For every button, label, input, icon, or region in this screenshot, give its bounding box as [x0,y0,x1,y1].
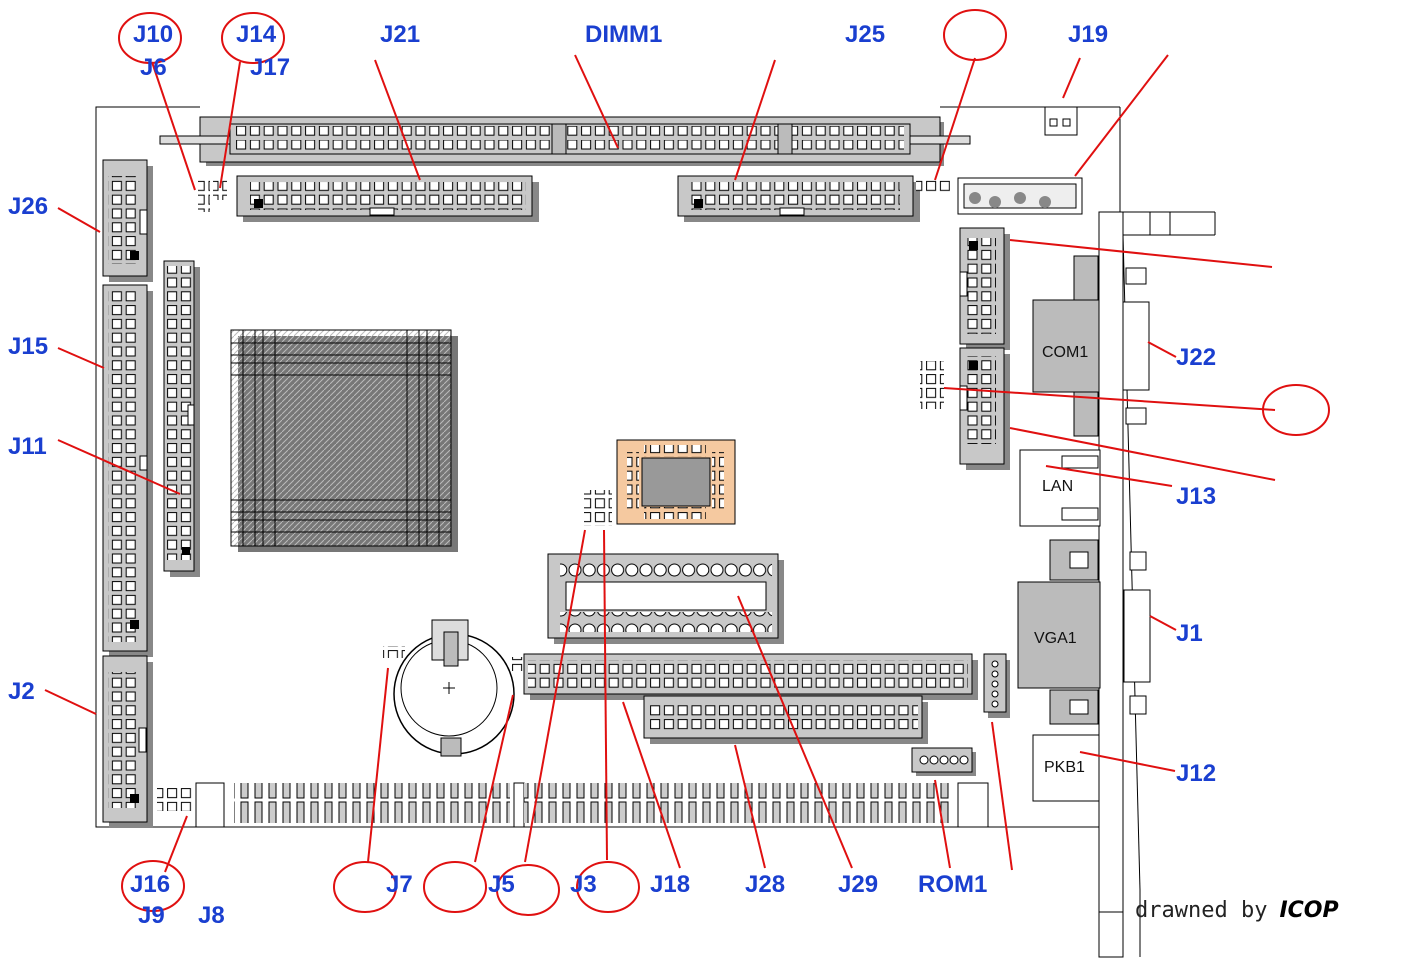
power-connector [957,177,1083,215]
j11-header [163,260,200,577]
label-j29: J29 [838,871,879,898]
label-j26: J26 [8,193,49,220]
jumper-blocks-top [198,106,1078,212]
j28-header [643,695,928,744]
j15-header [102,284,153,657]
label-j6-partial: J6 [140,54,167,81]
label-j10: J10 [133,21,174,48]
pkb1-port [1032,734,1100,802]
small-vertical-connector [983,653,1010,718]
label-j5: J5 [488,871,515,898]
vga1-port [1017,539,1151,725]
circle-blank-j3 [496,864,560,916]
label-lan: LAN [1042,478,1074,495]
label-pkb1: PKB1 [1044,759,1085,776]
label-j17-partial: J17 [250,54,291,81]
label-j15: J15 [8,333,49,360]
label-j13: J13 [1176,483,1217,510]
circle-blank-top [943,9,1007,61]
circle-blank-j7 [333,861,397,913]
label-j18: J18 [650,871,691,898]
edge-connector [195,782,989,828]
label-j8-partial: J8 [198,902,225,929]
j25-ide-header [677,175,920,222]
rom1-connector [911,747,976,776]
circle-blank-right [1262,384,1330,436]
callout-lines [44,54,1276,873]
circle-j14 [221,12,285,64]
label-j21: J21 [380,21,421,48]
dimm-slot [159,116,971,166]
j16-jumper [157,787,193,811]
circle-j10 [118,12,182,64]
credit-text: drawned by [1135,898,1268,923]
label-j22: J22 [1176,344,1217,371]
label-j7: J7 [386,871,413,898]
label-j16: J16 [130,871,171,898]
pcb-outline [95,106,1121,828]
label-vga1: VGA1 [1034,630,1077,647]
label-dimm1: DIMM1 [585,21,663,48]
j26-header [102,159,153,282]
label-rom1: ROM1 [918,871,988,898]
callout-circles [118,9,1330,916]
circle-j3 [576,861,640,913]
label-j19: J19 [1068,21,1109,48]
rear-bracket [1098,211,1216,958]
j7-jumper [383,646,405,658]
j29-dip-socket [547,553,784,644]
rom-socket-chip [616,439,736,525]
j5-jumper [511,657,523,671]
label-j28: J28 [745,871,786,898]
label-j2: J2 [8,678,35,705]
right-dual-headers [920,227,1010,470]
label-j11: J11 [8,433,47,460]
credit-line: drawned by ICOP [1135,898,1339,923]
label-com1: COM1 [1042,344,1089,361]
label-j14: J14 [236,21,277,48]
icop-logo: ICOP [1279,898,1339,923]
label-j9-partial: J9 [138,902,165,929]
cpu-heatsink [230,329,458,552]
lan-port [1019,449,1101,527]
j21-ide-header [236,175,539,222]
circle-j16 [121,860,185,912]
label-j3: J3 [570,871,597,898]
circle-blank-j5 [423,861,487,913]
cmos-battery [393,619,515,757]
label-j12: J12 [1176,760,1217,787]
j18-header [523,653,978,700]
j2-header [102,655,153,828]
j5-j3-jumpers [584,490,612,526]
label-j25: J25 [845,21,886,48]
com1-port [1032,255,1150,437]
label-j1: J1 [1176,620,1203,647]
